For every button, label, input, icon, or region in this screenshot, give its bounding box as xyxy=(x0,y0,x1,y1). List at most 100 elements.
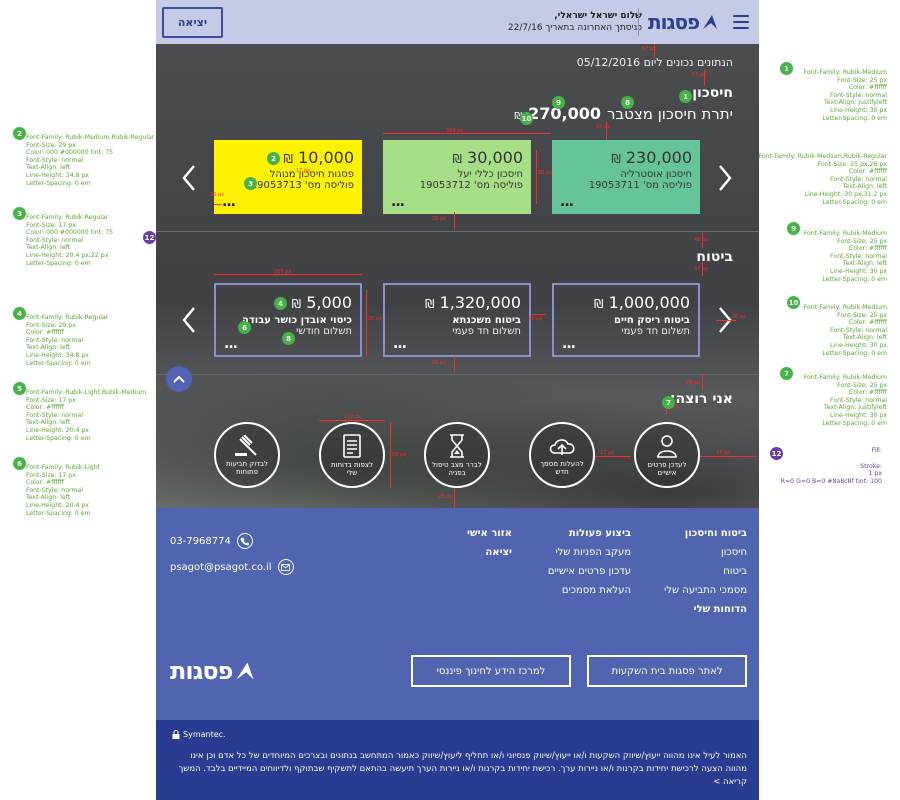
measure-label: 20 px xyxy=(210,192,225,198)
spec-block-5: Font-Family: Rubik-Light,Rubik-Medium Fo… xyxy=(26,389,146,442)
footer-link[interactable]: חיסכון xyxy=(721,547,747,558)
footer-col-personal: אזור אישי יציאה xyxy=(467,528,512,566)
spec-line: Letter-Spacing: 0 em xyxy=(26,359,91,367)
spec-line: Text-Align: left xyxy=(26,164,71,172)
hourglass-icon xyxy=(450,433,464,458)
savings-card[interactable]: 230,000 ₪ חיסכון אוסטרליה פוליסה מס' 190… xyxy=(552,140,700,214)
footer-link[interactable]: עדכון פרטים אישיים xyxy=(547,566,631,577)
section-divider xyxy=(156,374,759,375)
symantec-badge: Symantec. xyxy=(172,730,226,739)
spec-block-1: Font-Family: Rubik-Medium Font-Size: 25 … xyxy=(804,69,887,122)
measure-line xyxy=(214,274,362,275)
measure-label: 67 px xyxy=(642,46,657,52)
contact-phone[interactable]: 03-7968774 xyxy=(170,533,253,549)
psagot-investment-site-button[interactable]: לאתר פסגות בית השקעות xyxy=(587,655,747,687)
insurance-card[interactable]: 1,320,000 ₪ ביטוח משכנתא תשלום חד פעמי .… xyxy=(383,283,531,357)
spec-badge: 6 xyxy=(238,321,251,334)
cloud-upload-icon xyxy=(549,438,575,455)
card-title: פסגות חיסכון מנוהל xyxy=(269,169,354,180)
measure-line xyxy=(704,70,705,86)
more-options-icon[interactable]: ... xyxy=(222,194,236,210)
footer-col-heading: ביצוע פעולות xyxy=(568,528,631,539)
financial-education-button[interactable]: למרכז הידע לחינוך פיננסי xyxy=(411,655,571,687)
more-options-icon[interactable]: ... xyxy=(560,194,574,210)
spec-line: Letter-Spacing: 0 em xyxy=(822,114,887,122)
spec-line: Font-Style: normal xyxy=(26,236,83,244)
measure-line xyxy=(383,133,551,134)
spec-line: Text-Align: left xyxy=(26,344,71,352)
card-amount: 1,320,000 ₪ xyxy=(425,293,521,312)
savings-card[interactable]: 30,000 ₪ חיסכון כללי יעל פוליסה מס' 1905… xyxy=(383,140,531,214)
savings-total-label: יתרת חיסכון מצטבר xyxy=(606,105,733,123)
spec-line: Text-Align: justifyleft xyxy=(824,99,887,107)
footer-col-heading: אזור אישי xyxy=(467,528,512,539)
savings-card[interactable]: 10,000 ₪ פסגות חיסכון מנוהל פוליסה מס' 1… xyxy=(214,140,362,214)
spec-block-2: Font-Family: Rubik-Medium,Rubik-Regular … xyxy=(26,134,154,187)
spec-line: Color: #ffffff xyxy=(848,168,887,176)
savings-heading: חיסכון xyxy=(692,85,733,101)
spec-line: Color: #ffffff xyxy=(26,479,65,487)
spec-badge-2: 2 xyxy=(13,127,26,140)
spec-block-7: Font-Family: Rubik-Medium Font-Size: 25 … xyxy=(804,374,887,427)
spec-line: Font-Family: Rubik-Light,Rubik-Medium xyxy=(26,389,147,396)
footer-link[interactable]: הדוחות שלי xyxy=(693,604,747,615)
insurance-prev-arrow-icon[interactable] xyxy=(178,303,200,337)
chevron-up-icon xyxy=(173,375,185,383)
scroll-up-button[interactable] xyxy=(166,366,192,392)
action-check-claims[interactable]: לבדוק תביעות פתוחות xyxy=(214,422,280,488)
spec-line: Font-Family: Rubik-Medium xyxy=(803,230,887,237)
savings-next-arrow-icon[interactable] xyxy=(714,161,736,195)
footer-link[interactable]: ביטוח xyxy=(723,566,747,577)
insurance-card[interactable]: 1,000,000 ₪ ביטוח ריסק חיים תשלום חד פעמ… xyxy=(552,283,700,357)
footer-link[interactable]: מעקב הפניות שלי xyxy=(555,547,631,558)
spec-block-10: Font-Family: Rubik-Medium Font-Size: 25 … xyxy=(804,304,887,357)
measure-line xyxy=(702,262,703,276)
phone-number: 03-7968774 xyxy=(170,535,231,547)
spec-line: Font-Size: 17 px xyxy=(26,221,76,229)
logo-mark-icon xyxy=(703,15,718,29)
action-check-request-status[interactable]: לברר מצב טיפול בפניה xyxy=(424,422,490,488)
hamburger-menu-icon[interactable] xyxy=(733,15,749,29)
action-label: לעדכן פרטים אישיים xyxy=(647,460,687,477)
more-options-icon[interactable]: ... xyxy=(562,336,576,352)
insurance-card[interactable]: 5,000 ₪ כיסוי אובדן כושר עבודה תשלום חוד… xyxy=(214,283,362,357)
measure-label: 20 px xyxy=(368,316,383,322)
card-amount: 230,000 ₪ xyxy=(611,148,692,167)
footer-logo[interactable]: פסגות xyxy=(170,657,256,685)
insurance-heading: ביטוח xyxy=(696,249,733,265)
more-options-icon[interactable]: ... xyxy=(393,336,407,352)
header: יציאה שלום ישראל ישראלי, כניסתך האחרונה … xyxy=(156,0,759,44)
spec-line: Letter-Spacing: 0 em xyxy=(822,419,887,427)
spec-badge-12-left: 12 xyxy=(143,231,156,244)
card-payment: תשלום חד פעמי xyxy=(621,326,690,337)
measure-label: 20 px xyxy=(732,314,747,320)
main-dashboard: הנתונים נכונים ליום 05/12/2016 חיסכון ית… xyxy=(156,44,759,508)
measure-label: 33 px xyxy=(716,450,731,456)
spec-line: Letter-Spacing: 0 em xyxy=(822,198,887,206)
card-title: ביטוח משכנתא xyxy=(452,315,521,326)
more-options-icon[interactable]: ... xyxy=(224,336,238,352)
action-update-details[interactable]: לעדכן פרטים אישיים xyxy=(634,422,700,488)
footer-link[interactable]: יציאה xyxy=(485,547,512,558)
phone-icon xyxy=(236,533,253,549)
card-policy: פוליסה מס' 19053711 xyxy=(588,180,692,191)
measure-line xyxy=(214,204,222,205)
footer-link[interactable]: מסמכי התביעה שלי xyxy=(664,585,747,596)
spec-badge: 8 xyxy=(621,96,634,109)
savings-prev-arrow-icon[interactable] xyxy=(178,161,200,195)
more-options-icon[interactable]: ... xyxy=(391,194,405,210)
action-view-reports[interactable]: לצפות בדוחות שלי xyxy=(319,422,385,488)
measure-line xyxy=(454,488,455,508)
action-upload-document[interactable]: להעלות מסמך חדש xyxy=(529,422,595,488)
exit-button[interactable]: יציאה xyxy=(162,7,223,38)
footer-link[interactable]: העלאת מסמכים xyxy=(561,585,631,596)
spec-block-6: Font-Family: Rubik-Light Font-Size: 17 p… xyxy=(26,464,100,517)
psagot-logo[interactable]: פסגות xyxy=(648,10,719,34)
spec-line: Line-Height: 30 px xyxy=(829,341,887,349)
spec-line: Font-Family: Rubik-Regular xyxy=(26,214,109,221)
spec-block-3: Font-Family: Rubik-Regular Font-Size: 17… xyxy=(26,214,113,267)
savings-total-value: 270,000 xyxy=(528,104,601,123)
spec-badge-3: 3 xyxy=(13,207,26,220)
spec-line: Font-Style: normal xyxy=(830,396,887,404)
contact-email[interactable]: psagot@psagot.co.il xyxy=(170,559,294,575)
